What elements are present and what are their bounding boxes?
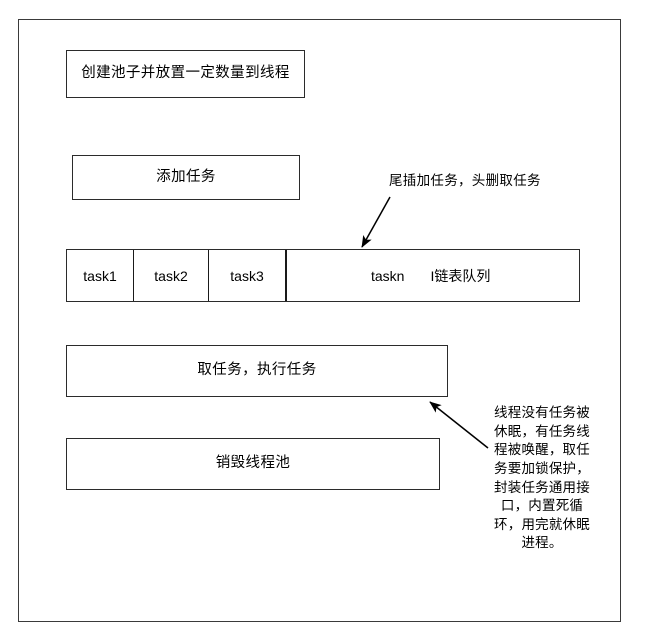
- queue-cell-task2[interactable]: task2: [134, 250, 209, 301]
- box-create-thread-pool[interactable]: 创建池子并放置一定数量到线程: [66, 50, 305, 98]
- queue-tail-inner: taskn I链表队列: [371, 266, 490, 286]
- queue-cell-taskn-label: taskn: [371, 267, 405, 284]
- queue-cell-task2-label: task2: [154, 267, 188, 284]
- queue-cell-task3[interactable]: task3: [209, 250, 286, 301]
- diagram-outer-frame: [18, 19, 621, 622]
- queue-cell-taskn[interactable]: taskn I链表队列: [287, 250, 579, 301]
- box-create-thread-pool-label: 创建池子并放置一定数量到线程: [81, 65, 290, 82]
- queue-cell-task1[interactable]: task1: [67, 250, 134, 301]
- task-queue-container[interactable]: task1 task2 task3 taskn I链表队列: [66, 249, 580, 302]
- box-add-task-label: 添加任务: [156, 168, 216, 185]
- queue-type-label: I链表队列: [430, 267, 491, 284]
- annotation-queue-note: 尾插加任务，头删取任务: [389, 173, 541, 188]
- queue-cell-task1-label: task1: [83, 267, 117, 284]
- annotation-thread-behavior-note: 线程没有任务被休眠，有任务线程被唤醒，取任务要加锁保护，封装任务通用接口，内置死…: [494, 405, 590, 551]
- queue-cell-divider: [286, 250, 287, 301]
- queue-cell-task3-label: task3: [230, 267, 264, 284]
- box-get-and-execute-task[interactable]: 取任务，执行任务: [66, 345, 448, 397]
- box-add-task[interactable]: 添加任务: [72, 155, 300, 200]
- box-destroy-thread-pool-label: 销毁线程池: [215, 455, 291, 472]
- box-destroy-thread-pool[interactable]: 销毁线程池: [66, 438, 440, 490]
- box-get-and-execute-task-label: 取任务，执行任务: [197, 362, 317, 379]
